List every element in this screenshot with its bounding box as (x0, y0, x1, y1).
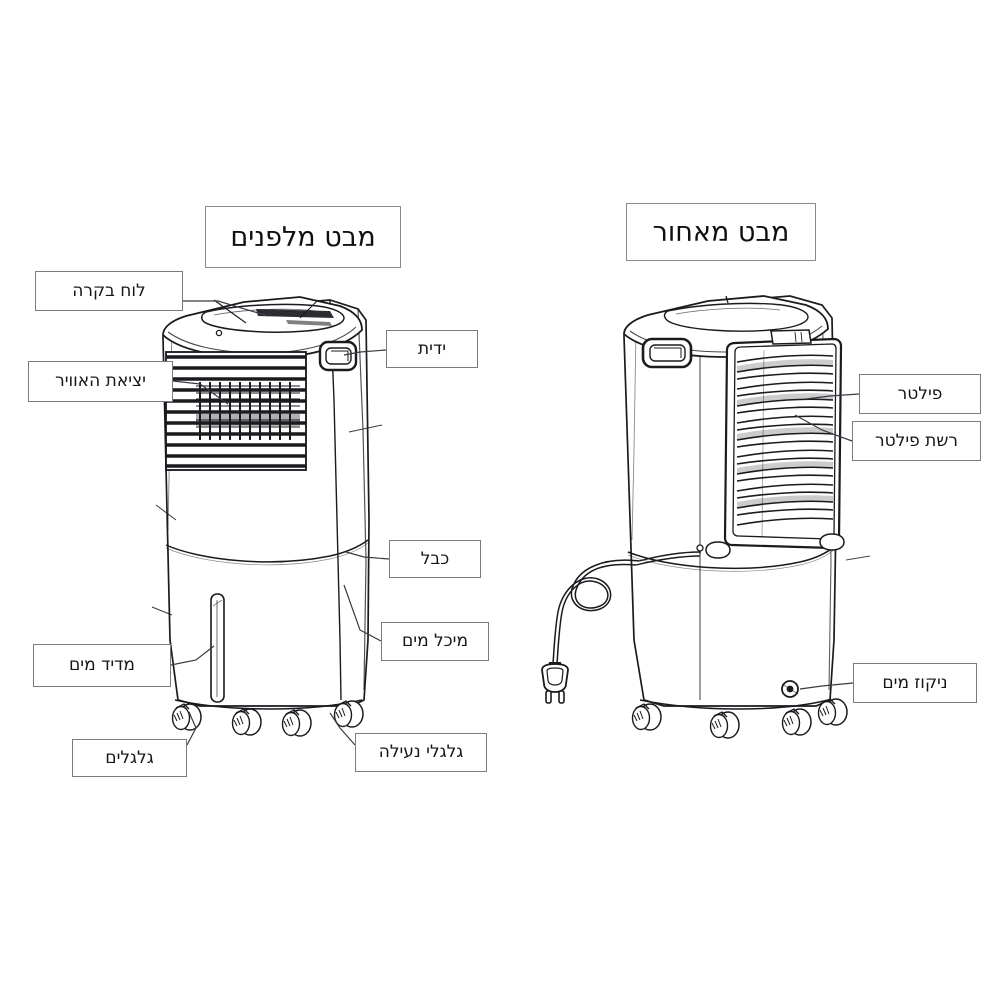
view-title-rear: מבט מאחור (626, 203, 816, 261)
callout-filter-mesh: רשת פילטר (852, 421, 981, 461)
leader-water-drainage (799, 682, 854, 690)
euro-plug (541, 662, 569, 704)
callout-label-wheels: גלגלים (105, 747, 154, 768)
callout-filter: פילטר (859, 374, 981, 414)
callout-air-outlet: יציאת האוויר (28, 361, 173, 402)
rear-unit (541, 295, 871, 739)
leader-air-outlet (172, 380, 229, 405)
leader-locking-wheels (329, 712, 356, 746)
front-side-handle (318, 340, 358, 372)
callout-label-water-gauge: מדיד מים (69, 655, 135, 675)
callout-label-locking-wheels: גלגלי נעילה (378, 742, 464, 762)
callout-water-gauge: מדיד מים (33, 644, 171, 687)
callout-label-air-outlet: יציאת האוויר (55, 371, 146, 391)
callout-label-cable: כבל (420, 548, 450, 569)
rear-filter-louvers (736, 347, 834, 540)
water-level-window (210, 593, 225, 703)
power-cord (552, 544, 704, 665)
rear-filter-panel (723, 329, 843, 550)
callout-label-filter-mesh: רשת פילטר (875, 430, 958, 451)
callout-wheels: גלגלים (72, 739, 187, 777)
front-unit (151, 296, 383, 737)
rear-side-handle (641, 337, 693, 369)
front-grille-mesh (196, 382, 300, 440)
callout-label-control-panel: לוח בקרה (72, 280, 146, 301)
callout-cable: כבל (389, 540, 481, 578)
leader-water-tank (343, 584, 382, 642)
callout-control-panel: לוח בקרה (35, 271, 183, 311)
callout-locking-wheels: גלגלי נעילה (355, 733, 487, 772)
view-title-front: מבט מלפנים (205, 206, 401, 268)
leader-handle (343, 349, 387, 356)
callout-label-filter: פילטר (897, 383, 943, 404)
leader-water-gauge (170, 645, 215, 666)
leader-filter-mesh (794, 414, 853, 442)
callout-water-tank: מיכל מים (381, 622, 489, 661)
leader-filter (805, 393, 860, 400)
water-drain-plug (781, 680, 799, 698)
leader-control-panel (183, 300, 269, 317)
callout-water-drainage: ניקוז מים (853, 663, 977, 703)
leader-cable (345, 551, 390, 560)
callout-handle: ידית (386, 330, 478, 368)
leader-lines (170, 300, 860, 746)
callout-label-water-drainage: ניקוז מים (882, 672, 948, 693)
callout-label-water-tank: מיכל מים (401, 631, 469, 651)
callout-label-handle: ידית (417, 338, 447, 359)
leader-wheels (186, 711, 197, 746)
